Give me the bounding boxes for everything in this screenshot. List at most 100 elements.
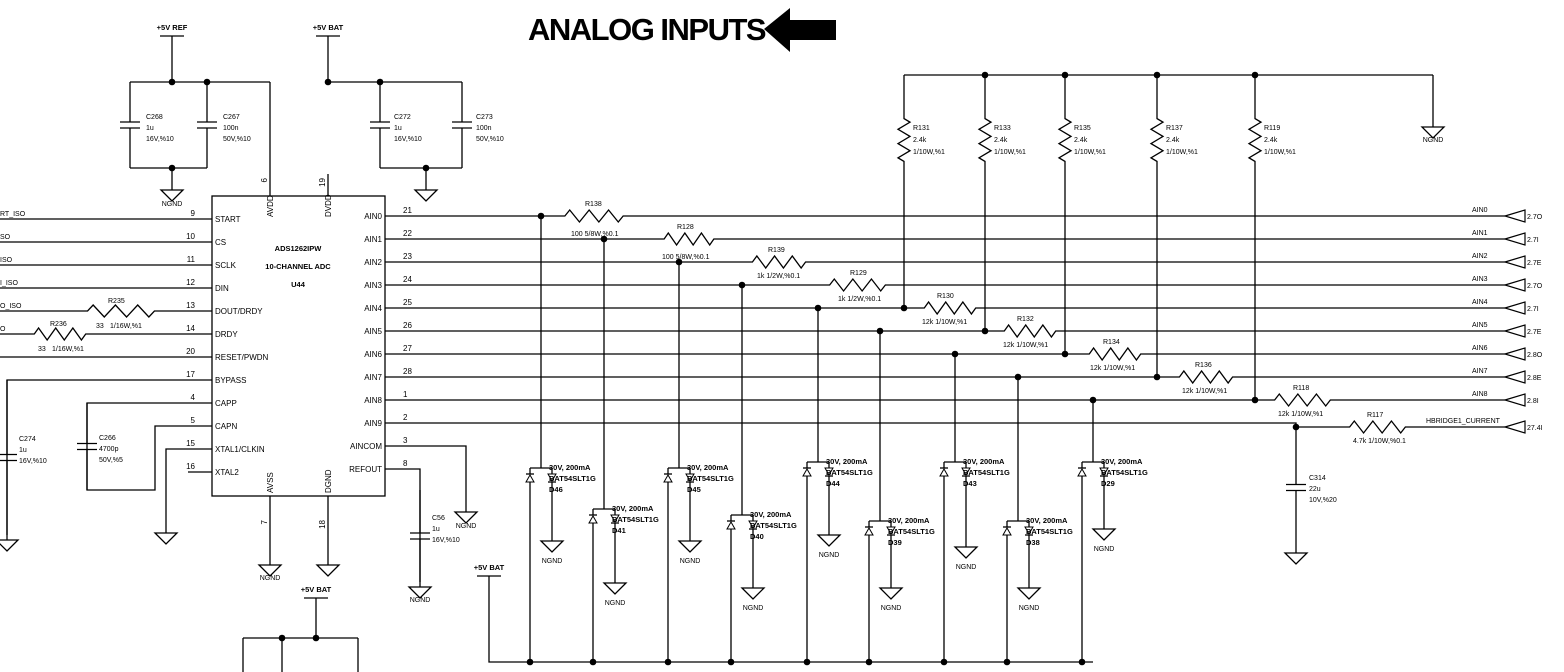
- connector-icon: [1502, 232, 1526, 246]
- resistor-value: 1k 1/2W,%0.1: [838, 296, 881, 303]
- resistor-icon: [1057, 115, 1073, 165]
- resistor-icon: [560, 208, 628, 224]
- pin-number: 10: [186, 232, 195, 241]
- diode-body: [610, 514, 620, 524]
- ground-triangle: [153, 532, 179, 545]
- diode-part: BAT54SLT1G: [687, 474, 734, 483]
- junction-dot: [1153, 373, 1161, 381]
- capacitor-ref: C314: [1309, 475, 1326, 482]
- pin-name: AVDD: [266, 195, 275, 217]
- ground-triangle: [315, 564, 341, 577]
- diode-body: [824, 467, 834, 477]
- ground-triangle: [953, 546, 979, 559]
- diode-part: BAT54SLT1G: [612, 515, 659, 524]
- connector-page-ref: 27.4I: [1527, 425, 1543, 432]
- diode-icon: [525, 462, 557, 483]
- ground-icon: [1091, 524, 1117, 541]
- ground-icon: [407, 582, 433, 599]
- connector-icon: [1502, 420, 1526, 434]
- resistor-icon: [825, 277, 890, 293]
- junction-dot: [1251, 396, 1259, 404]
- diode-ref: D44: [826, 479, 841, 488]
- resistor-icon: [896, 115, 912, 165]
- diode-part: BAT54SLT1G: [1101, 468, 1148, 477]
- resistor-ref: R134: [1103, 339, 1120, 346]
- diode-ref: D41: [612, 526, 626, 535]
- pin-name: AIN2: [364, 258, 382, 267]
- diode-rating: 30V, 200mA: [826, 457, 868, 466]
- diode-rating: 30V, 200mA: [687, 463, 729, 472]
- pin-name: AIN7: [364, 373, 382, 382]
- ground-triangle: [413, 189, 439, 202]
- resistor-value: 12k 1/10W,%1: [1278, 411, 1323, 418]
- capacitor-ref: C268: [146, 114, 163, 121]
- net-label: AIN1: [1472, 230, 1488, 237]
- capacitor-value: 22u: [1309, 486, 1321, 493]
- diode-icon: [939, 456, 971, 477]
- net-label: ISO: [0, 257, 13, 264]
- resistor-icon: [1247, 115, 1263, 165]
- pin-number: 16: [186, 462, 195, 471]
- ground-icon: [1420, 122, 1446, 139]
- connector-icon: [1502, 278, 1526, 292]
- pin-name: DRDY: [215, 330, 238, 339]
- ground-triangle: [159, 189, 185, 202]
- ground-icon: [159, 185, 185, 202]
- resistor-icon: [82, 304, 160, 318]
- diode-rating: 30V, 200mA: [963, 457, 1005, 466]
- resistor-icon: [1270, 392, 1335, 408]
- diode-ref: D43: [963, 479, 977, 488]
- ground-icon: [1016, 583, 1042, 600]
- junction-dot: [1061, 350, 1069, 358]
- capacitor-ref: C272: [394, 114, 411, 121]
- diode-ref: D38: [1026, 538, 1040, 547]
- wire: [410, 445, 467, 507]
- wire: [410, 422, 1345, 428]
- resistor-icon: [1345, 419, 1410, 435]
- ground-icon: [677, 536, 703, 553]
- pin-number: 23: [403, 252, 412, 261]
- pin-number: 14: [186, 324, 195, 333]
- resistor-icon: [1000, 323, 1060, 339]
- capacitor-rating: 10V,%20: [1309, 497, 1337, 504]
- diode-icon: [663, 462, 695, 483]
- resistor-ref: R137: [1166, 125, 1183, 132]
- connector-page-ref: 2.8E: [1527, 375, 1542, 382]
- connector-page-ref: 2.7E: [1527, 260, 1542, 267]
- pin-name: SCLK: [215, 261, 237, 270]
- pin-number: 19: [318, 177, 327, 186]
- ground-label: NGND: [819, 552, 840, 559]
- capacitor-value: 1u: [146, 125, 154, 132]
- pin-name: CAPP: [215, 399, 237, 408]
- ground-icon: [0, 535, 20, 552]
- resistor-ref: R138: [585, 201, 602, 208]
- pin-number: 8: [403, 459, 408, 468]
- diode-part: BAT54SLT1G: [963, 468, 1010, 477]
- diode-body: [588, 514, 598, 524]
- diode-ref: D40: [750, 532, 764, 541]
- resistor-icon: [1085, 346, 1145, 362]
- title-arrow-icon: [764, 8, 836, 52]
- pin-number: 12: [186, 278, 195, 287]
- resistor-ref: R135: [1074, 125, 1091, 132]
- pin-name: XTAL1/CLKIN: [215, 445, 265, 454]
- junction-dot: [900, 304, 908, 312]
- pin-number: 7: [260, 519, 269, 524]
- resistor-value: 100 5/8W,%0.1: [662, 254, 710, 261]
- net-label: AIN3: [1472, 276, 1488, 283]
- resistor-icon: [748, 254, 810, 270]
- resistor-ref: R117: [1367, 412, 1383, 419]
- diode-body: [802, 467, 812, 477]
- capacitor-rating: 50V,%10: [223, 136, 251, 143]
- wire: [410, 468, 421, 582]
- ground-icon: [153, 528, 179, 545]
- resistor-value: 12k 1/10W,%1: [1182, 388, 1227, 395]
- resistor-icon: [920, 300, 980, 316]
- diode-body: [663, 473, 673, 483]
- net-label: AIN7: [1472, 368, 1488, 375]
- pin-number: 2: [403, 413, 408, 422]
- pin-number: 9: [191, 209, 196, 218]
- pin-number: 22: [403, 229, 412, 238]
- resistor-value: 12k 1/10W,%1: [1090, 365, 1135, 372]
- junction-dot: [981, 327, 989, 335]
